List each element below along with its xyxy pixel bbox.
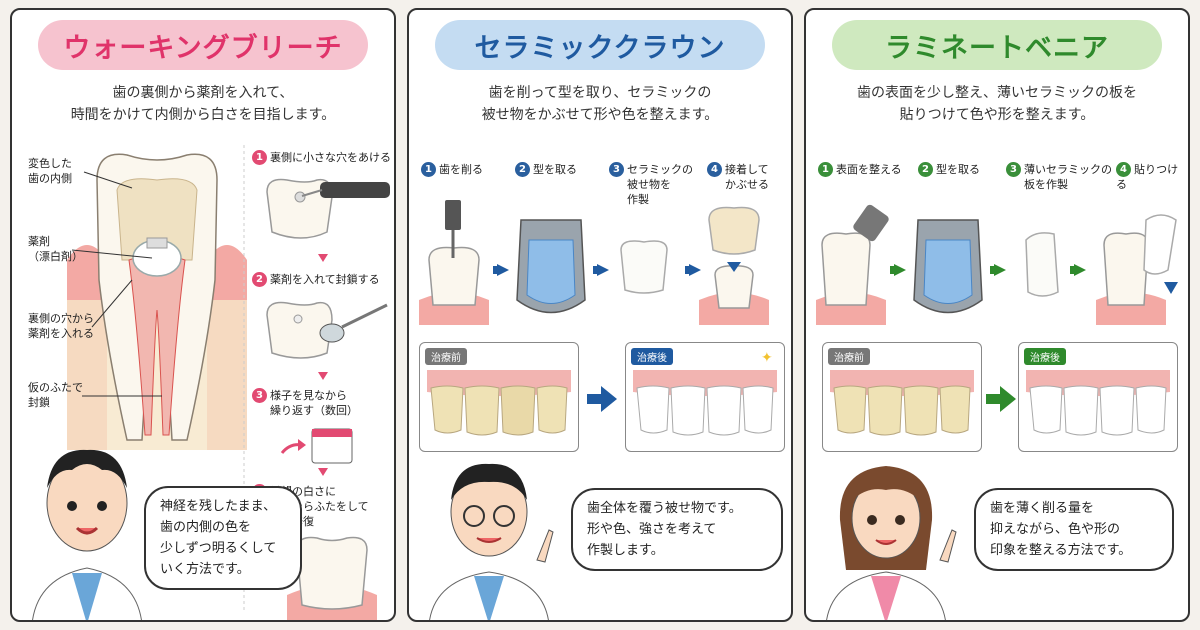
- before-tag: 治療前: [828, 348, 870, 365]
- step-arrows: [318, 254, 328, 476]
- panel-intro: 歯を削って型を取り、セラミックの 被せ物をかぶせて形や色を整えます。: [481, 85, 719, 123]
- speech-bubble: 歯を薄く削る量を 抑えながら、色や形の 印象を整える方法です。: [974, 488, 1174, 571]
- tooth-cross-section: [67, 153, 247, 450]
- speech-bubble: 神経を残したまま、 歯の内側の色を 少しずつ明るくして いく方法です。: [144, 486, 302, 590]
- veneer-procedure-illustration: [816, 204, 1178, 325]
- before-after-arrow: [986, 386, 1016, 412]
- panel-ceramic-crown: セラミッククラウン 歯を削って型を取り、セラミックの 被せ物をかぶせて形や色を整…: [407, 8, 793, 622]
- calendar-icon: [280, 428, 353, 464]
- before-tag: 治療前: [425, 348, 467, 365]
- doctor-character: [32, 449, 142, 620]
- tooth-drill-icon: [266, 178, 390, 239]
- panel-intro: 歯の表面を少し整え、薄いセラミックの板を 貼りつけて色や形を整えます。: [857, 85, 1137, 123]
- before-teeth: [830, 370, 974, 436]
- before-teeth: [427, 370, 571, 436]
- panel-title: ウォーキングブリーチ: [38, 20, 368, 70]
- panel-walking-bleach: ウォーキングブリーチ 歯の裏側から薬剤を入れて、 時間をかけて内側から白さを目指…: [10, 8, 396, 622]
- panel-intro: 歯の裏側から薬剤を入れて、 時間をかけて内側から白さを目指します。: [70, 85, 336, 123]
- label-discolored: 変色した 歯の内側: [28, 157, 72, 185]
- label-temporary-cap: 仮のふたで 封鎖: [28, 381, 83, 409]
- speech-bubble: 歯全体を覆う被せ物です。 形や色、強さを考えて 作製します。: [571, 488, 783, 571]
- crown-procedure-illustration: [419, 200, 769, 325]
- before-after-arrow: [587, 386, 617, 412]
- after-teeth: [1026, 370, 1170, 436]
- after-teeth: ✦: [633, 350, 777, 436]
- doctor-character: [429, 463, 554, 620]
- tooth-mirror-icon: [266, 301, 388, 359]
- svg-text:✦: ✦: [761, 350, 773, 366]
- leader-lines: [71, 145, 245, 610]
- panel-title: ラミネートベニア: [832, 20, 1162, 70]
- after-tag: 治療後: [1024, 348, 1066, 365]
- panel-laminate-veneer: ラミネートベニア 歯の表面を少し整え、薄いセラミックの板を 貼りつけて色や形を整…: [804, 8, 1190, 622]
- restored-tooth-icon: [287, 536, 377, 620]
- doctor-character: [826, 466, 957, 620]
- label-agent: 薬剤 （漂白剤）: [28, 235, 83, 263]
- label-hole: 裏側の穴から 薬剤を入れる: [28, 312, 94, 340]
- panel-title: セラミッククラウン: [435, 20, 765, 70]
- after-tag: 治療後: [631, 348, 673, 365]
